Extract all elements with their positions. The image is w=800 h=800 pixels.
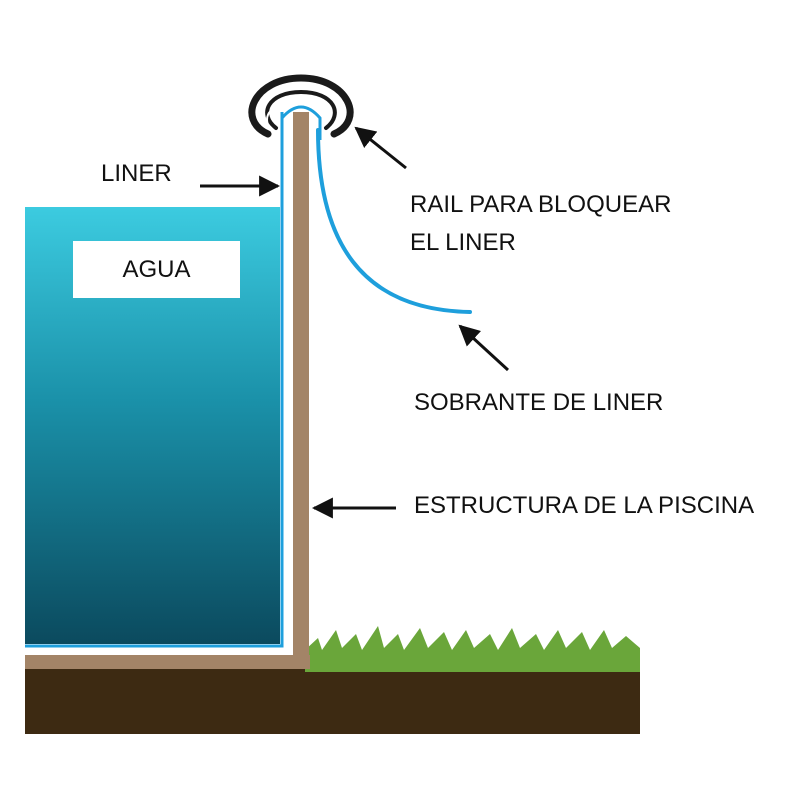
water-label-box: AGUA	[73, 241, 240, 298]
excess-liner-label: SOBRANTE DE LINER	[414, 389, 664, 416]
excess-liner-arrow	[458, 324, 510, 372]
pool-structure-label: ESTRUCTURA DE LA PISCINA	[414, 492, 755, 519]
rail-arrow	[354, 126, 407, 170]
rail-label-line1: RAIL PARA BLOQUEAR	[410, 191, 672, 218]
locking-rail	[248, 74, 354, 138]
structure-wall	[293, 112, 309, 668]
liner	[25, 112, 284, 648]
soil	[25, 668, 640, 734]
water-label: AGUA	[122, 255, 191, 283]
excess-liner	[316, 128, 472, 314]
structure-floor	[25, 655, 310, 669]
liner-inner-edge	[25, 112, 288, 650]
liner-label: LINER	[101, 160, 172, 187]
liner-over-top	[280, 105, 322, 140]
grass	[305, 626, 640, 672]
rail-label-line2: EL LINER	[410, 229, 516, 256]
